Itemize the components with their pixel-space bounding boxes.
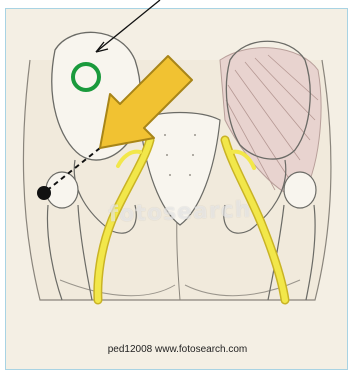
- image-caption: ped12008 www.fotosearch.com: [0, 344, 355, 355]
- black-dot-icon: [37, 186, 51, 200]
- black-arrow-icon: [96, 0, 160, 52]
- right-femur-head: [284, 172, 316, 208]
